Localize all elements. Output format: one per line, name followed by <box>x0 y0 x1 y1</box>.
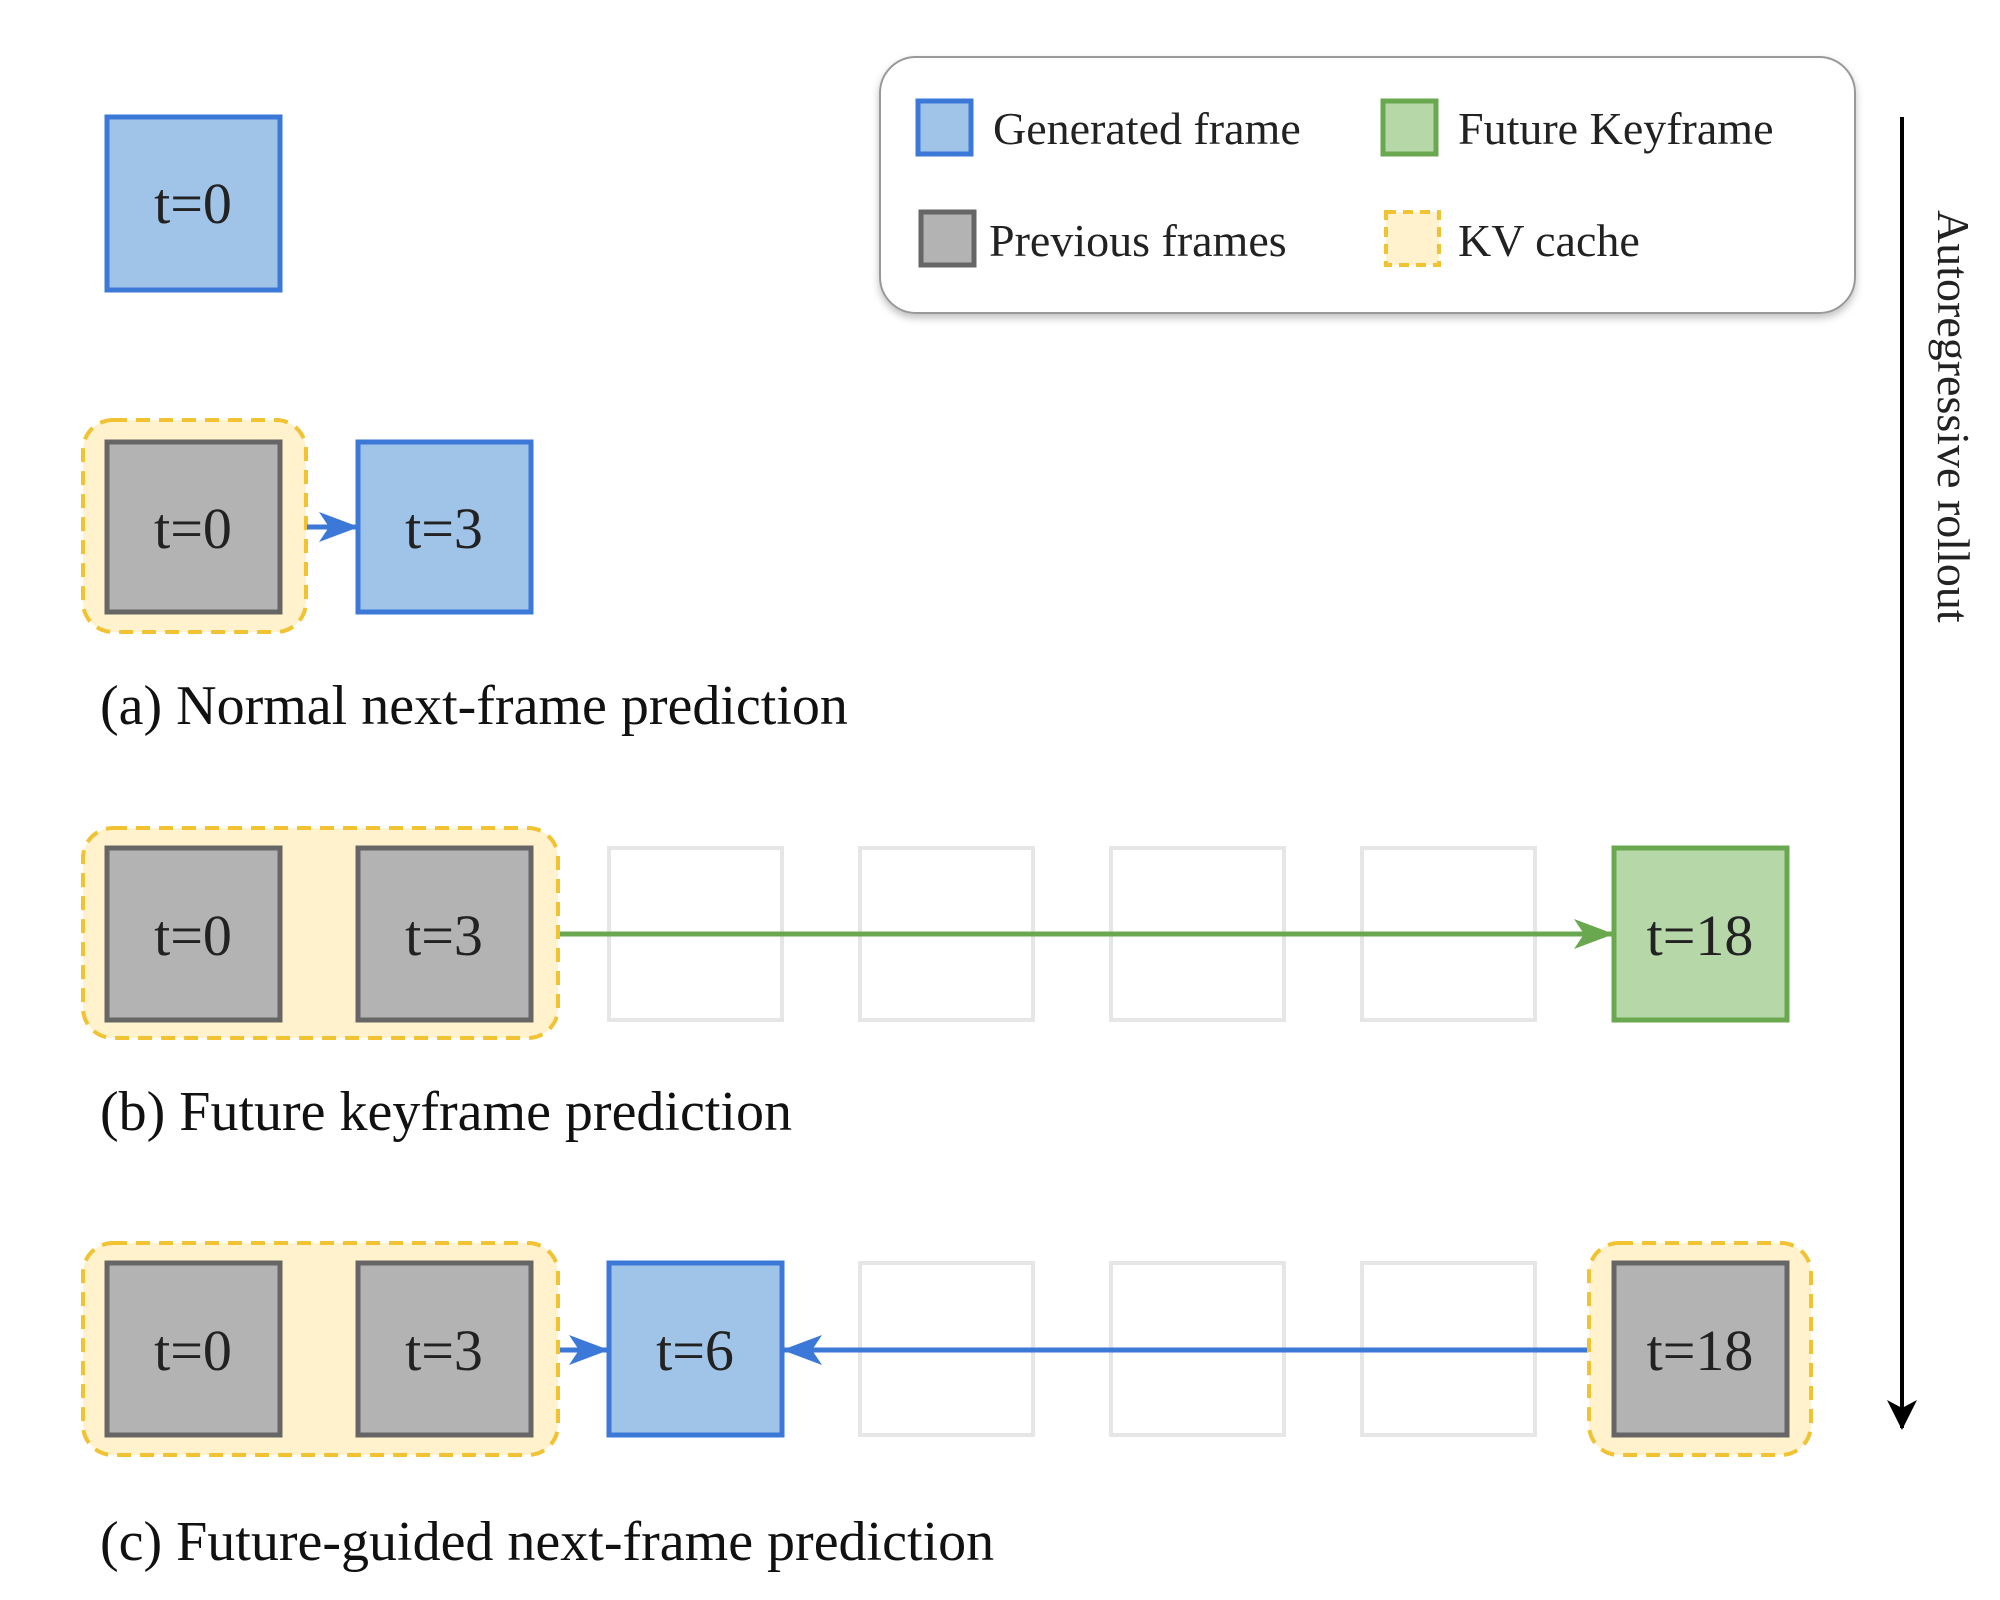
frame-label-b-t0: t=0 <box>154 903 232 968</box>
legend-swatch-previous <box>918 209 977 268</box>
row-c: t=0 t=3 t=6 t=18 (c) Future-guided next-… <box>81 1241 1813 1573</box>
frame-label-b-t18: t=18 <box>1647 903 1754 968</box>
frame-label-c-t0: t=0 <box>154 1318 232 1383</box>
frame-generated-t3 <box>355 439 534 615</box>
legend-label-keyframe: Future Keyframe <box>1458 103 1774 154</box>
legend: Generated frame Future Keyframe Previous… <box>879 56 1856 314</box>
caption-b: (b) Future keyframe prediction <box>100 1081 792 1143</box>
row-a: t=0 t=3 (a) Normal next-frame prediction <box>81 418 848 737</box>
frame-previous-b-t0 <box>104 845 283 1023</box>
frame-previous-c-t3 <box>355 1260 534 1438</box>
frame-previous-b-t3 <box>355 845 534 1023</box>
legend-item-kvcache: KV cache <box>1384 210 1640 267</box>
frame-label-b-t3: t=3 <box>405 903 483 968</box>
legend-label-generated: Generated frame <box>993 103 1301 154</box>
rollout-axis: Autoregressive rollout <box>1887 117 1979 1430</box>
frame-label-c-t18: t=18 <box>1647 1318 1754 1383</box>
legend-item-keyframe: Future Keyframe <box>1380 98 1774 157</box>
frame-label-t0: t=0 <box>154 171 232 236</box>
frame-generated-t6 <box>606 1260 785 1438</box>
frame-previous-c-t0 <box>104 1260 283 1438</box>
frame-label-a-t3: t=3 <box>405 496 483 561</box>
row-b: t=0 t=3 t=18 (b) Future keyframe predict… <box>81 826 1790 1143</box>
legend-swatch-generated <box>915 98 974 157</box>
frame-previous-t0 <box>104 439 283 615</box>
frame-label-c-t3: t=3 <box>405 1318 483 1383</box>
frame-label-c-t6: t=6 <box>656 1318 734 1383</box>
legend-swatch-keyframe <box>1380 98 1439 157</box>
frame-previous-c-t18 <box>1611 1260 1790 1438</box>
legend-label-previous: Previous frames <box>989 215 1287 266</box>
caption-c: (c) Future-guided next-frame prediction <box>100 1511 994 1573</box>
caption-a: (a) Normal next-frame prediction <box>100 675 848 737</box>
legend-label-kvcache: KV cache <box>1458 215 1640 266</box>
frame-keyframe-t18 <box>1611 845 1790 1023</box>
legend-item-previous: Previous frames <box>918 209 1287 268</box>
legend-swatch-kvcache <box>1384 210 1441 267</box>
row-initial: t=0 <box>104 114 283 293</box>
legend-box <box>879 56 1856 314</box>
rollout-axis-label: Autoregressive rollout <box>1928 210 1979 623</box>
legend-item-generated: Generated frame <box>915 98 1301 157</box>
frame-label-a-t0: t=0 <box>154 496 232 561</box>
frame-generated-t0 <box>104 114 283 293</box>
